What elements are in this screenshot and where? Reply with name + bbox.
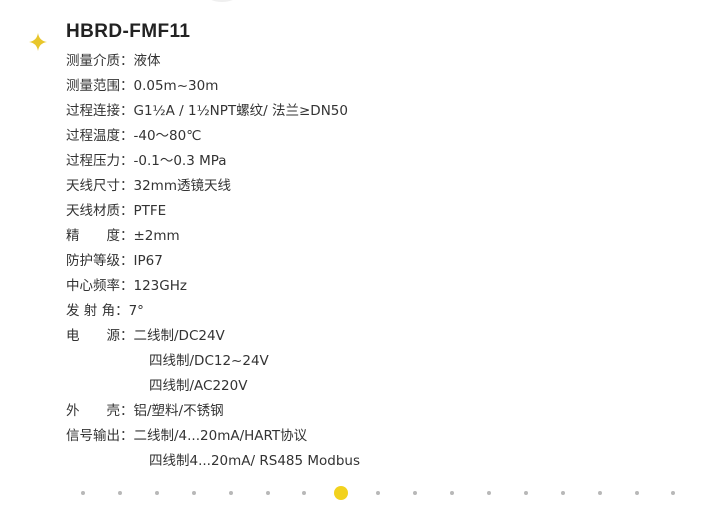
spec-label: 信号输出： xyxy=(66,428,134,444)
spec-row: 精 度：±2mm xyxy=(66,224,360,249)
carousel-pagination xyxy=(0,484,705,502)
spec-value-continuation: 四线制/DC12~24V xyxy=(149,353,269,369)
spec-row: 天线材质：PTFE xyxy=(66,199,360,224)
spec-row: 过程温度：-40～80℃ xyxy=(66,124,360,149)
carousel-dot[interactable] xyxy=(81,491,85,495)
spec-label: 电 源： xyxy=(66,328,134,344)
carousel-dot-active[interactable] xyxy=(334,486,349,500)
spec-label: 天线尺寸： xyxy=(66,178,134,194)
spec-value: 32mm透镜天线 xyxy=(133,178,231,194)
spec-value: 铝/塑料/不锈钢 xyxy=(133,403,224,419)
spec-value: -40～80℃ xyxy=(133,128,202,144)
spec-value: 二线制/DC24V xyxy=(133,328,225,344)
sparkle-star-icon xyxy=(29,33,47,51)
spec-label: 发 射 角： xyxy=(66,303,129,319)
spec-label: 天线材质： xyxy=(66,203,134,219)
spec-label: 精 度： xyxy=(66,228,134,244)
carousel-dot[interactable] xyxy=(450,491,454,495)
carousel-dot[interactable] xyxy=(486,491,491,495)
spec-value: ±2mm xyxy=(133,228,180,244)
carousel-dot[interactable] xyxy=(597,491,602,495)
spec-value-continuation: 四线制/AC220V xyxy=(149,378,248,394)
spec-row: 发 射 角：7° xyxy=(66,299,360,324)
spec-value: 液体 xyxy=(133,53,161,69)
top-decoration xyxy=(192,0,252,2)
spec-row: 过程压力：-0.1～0.3 MPa xyxy=(66,149,360,174)
carousel-dot[interactable] xyxy=(634,491,639,495)
spec-label: 过程连接： xyxy=(66,103,134,119)
spec-value: 7° xyxy=(128,303,144,319)
spec-value: IP67 xyxy=(133,253,163,269)
spec-label: 过程温度： xyxy=(66,128,134,144)
spec-row: 测量范围：0.05m~30m xyxy=(66,74,360,99)
spec-row: 电 源：二线制/DC24V xyxy=(66,324,360,349)
carousel-dot[interactable] xyxy=(413,491,418,495)
spec-row: 信号输出：二线制/4...20mA/HART协议 xyxy=(66,424,360,449)
spec-value: -0.1～0.3 MPa xyxy=(133,153,227,169)
carousel-dot[interactable] xyxy=(191,491,196,495)
spec-value: 二线制/4...20mA/HART协议 xyxy=(133,428,308,444)
spec-value: G1½A / 1½NPT螺纹/ 法兰≥DN50 xyxy=(133,103,348,119)
spec-value-continuation: 四线制4...20mA/ RS485 Modbus xyxy=(149,453,361,469)
spec-value: 123GHz xyxy=(133,278,187,294)
spec-row: 四线制/AC220V xyxy=(66,374,360,399)
carousel-dot[interactable] xyxy=(523,491,528,495)
product-model-title: HBRD-FMF11 xyxy=(66,21,191,42)
carousel-dot[interactable] xyxy=(265,491,270,495)
spec-label: 测量介质： xyxy=(66,53,134,69)
spec-row: 中心频率：123GHz xyxy=(66,274,360,299)
carousel-dot[interactable] xyxy=(376,491,381,495)
spec-value: 0.05m~30m xyxy=(133,78,219,94)
spec-label: 中心频率： xyxy=(66,278,134,294)
carousel-dot[interactable] xyxy=(154,491,159,495)
spec-label: 外 壳： xyxy=(66,403,134,419)
spec-row: 防护等级：IP67 xyxy=(66,249,360,274)
spec-label: 过程压力： xyxy=(66,153,134,169)
carousel-dot[interactable] xyxy=(560,491,565,495)
spec-label: 测量范围： xyxy=(66,78,134,94)
spec-label: 防护等级： xyxy=(66,253,134,269)
spec-row: 四线制4...20mA/ RS485 Modbus xyxy=(66,449,360,474)
spec-row: 过程连接：G1½A / 1½NPT螺纹/ 法兰≥DN50 xyxy=(66,99,360,124)
spec-row: 外 壳：铝/塑料/不锈钢 xyxy=(66,399,360,424)
spec-row: 天线尺寸：32mm透镜天线 xyxy=(66,174,360,199)
carousel-dot[interactable] xyxy=(228,491,233,495)
spec-value: PTFE xyxy=(133,203,167,219)
spec-row: 测量介质：液体 xyxy=(66,49,360,74)
carousel-dot[interactable] xyxy=(302,491,307,495)
carousel-dot[interactable] xyxy=(671,491,676,495)
carousel-dot[interactable] xyxy=(117,491,122,495)
spec-row: 四线制/DC12~24V xyxy=(66,349,360,374)
